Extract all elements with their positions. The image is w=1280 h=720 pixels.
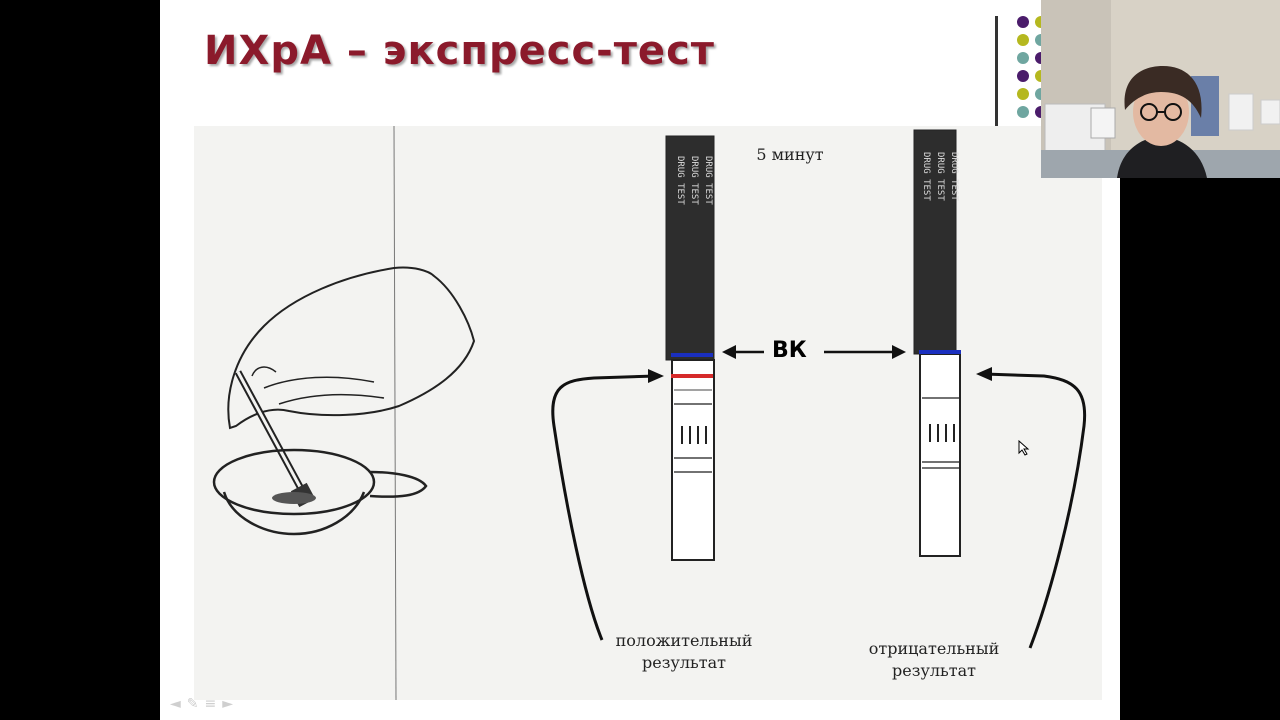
decor-dot (1017, 106, 1029, 118)
strip-print-right-3: DRUG TEST (949, 152, 959, 201)
presentation-slide: ИХрА – экспресс-тест DRUG TEST DRUG (160, 0, 1120, 720)
strip-print-left-3: DRUG TEST (703, 156, 713, 205)
decor-dot (1017, 16, 1029, 28)
menu-icon[interactable]: ≡ (204, 696, 223, 712)
webcam-scene (1041, 0, 1280, 178)
decor-dot (1017, 52, 1029, 64)
illustration-drawing: DRUG TEST DRUG TEST DRUG TEST DRUG TEST … (212, 126, 1087, 700)
strip-print-left-2: DRUG TEST (689, 156, 699, 205)
strip-print-left: DRUG TEST (675, 156, 685, 205)
time-label: 5 минут (756, 145, 824, 164)
test-strip-illustration: DRUG TEST DRUG TEST DRUG TEST DRUG TEST … (194, 126, 1102, 700)
negative-label-line-1: отрицательный (868, 639, 1000, 658)
positive-label-line-1: положительный (615, 631, 753, 650)
decor-dot (1017, 34, 1029, 46)
negative-label-line-2: результат (892, 661, 976, 680)
slide-title: ИХрА – экспресс-тест (204, 28, 715, 74)
prev-slide-icon[interactable]: ◄ (170, 696, 187, 712)
strip-print-right: DRUG TEST (921, 152, 931, 201)
decor-dot (1017, 88, 1029, 100)
pen-icon[interactable]: ✎ (186, 696, 205, 712)
mouse-pointer-icon (1018, 440, 1030, 456)
control-line-label: ВК (772, 338, 807, 363)
presenter-webcam (1041, 0, 1280, 178)
slide-navigation: ◄✎≡► (170, 696, 239, 712)
negative-result-label: отрицательный результат (854, 638, 1014, 682)
positive-label-line-2: результат (642, 653, 726, 672)
title-divider (995, 16, 998, 126)
next-slide-icon[interactable]: ► (222, 696, 240, 712)
strip-print-right-2: DRUG TEST (935, 152, 945, 201)
decor-dot (1017, 70, 1029, 82)
positive-result-label: положительный результат (604, 630, 764, 674)
